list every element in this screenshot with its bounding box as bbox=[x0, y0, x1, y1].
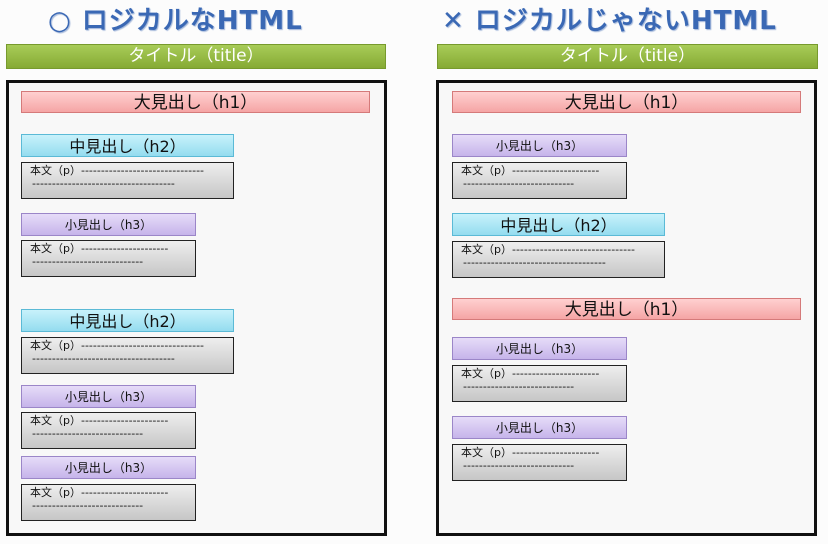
h2-block: 中見出し（h2） bbox=[452, 213, 665, 236]
paragraph-block: 本文（p）-----------------------------------… bbox=[21, 162, 234, 199]
h1-block: 大見出し（h1） bbox=[452, 298, 801, 320]
h3-block: 小見出し（h3） bbox=[21, 456, 196, 479]
h2-block: 中見出し（h2） bbox=[21, 309, 234, 332]
logical-html-frame: 大見出し（h1） 中見出し（h2） 本文（p）-----------------… bbox=[6, 80, 387, 536]
h1-block: 大見出し（h1） bbox=[452, 91, 801, 113]
paragraph-block: 本文（p）-----------------------------------… bbox=[452, 241, 665, 278]
paragraph-block: 本文（p）-----------------------------------… bbox=[452, 365, 627, 402]
h3-block: 小見出し（h3） bbox=[452, 134, 627, 157]
paragraph-block: 本文（p）-----------------------------------… bbox=[452, 444, 627, 481]
paragraph-block: 本文（p）-----------------------------------… bbox=[21, 240, 196, 277]
non-logical-html-frame: 大見出し（h1） 小見出し（h3） 本文（p）-----------------… bbox=[436, 80, 817, 536]
paragraph-block: 本文（p）-----------------------------------… bbox=[21, 484, 196, 521]
h3-block: 小見出し（h3） bbox=[452, 337, 627, 360]
h3-block: 小見出し（h3） bbox=[21, 385, 196, 408]
title-bar: タイトル（title） bbox=[6, 44, 386, 69]
paragraph-block: 本文（p）-----------------------------------… bbox=[452, 162, 627, 199]
paragraph-block: 本文（p）-----------------------------------… bbox=[21, 412, 196, 449]
paragraph-block: 本文（p）-----------------------------------… bbox=[21, 337, 234, 374]
h3-block: 小見出し（h3） bbox=[452, 416, 627, 439]
non-logical-html-heading: ✕ ロジカルじゃないHTML bbox=[442, 6, 777, 36]
h2-block: 中見出し（h2） bbox=[21, 134, 234, 157]
h1-block: 大見出し（h1） bbox=[21, 91, 370, 113]
logical-html-heading: ○ ロジカルなHTML bbox=[48, 6, 303, 36]
h3-block: 小見出し（h3） bbox=[21, 213, 196, 236]
title-bar: タイトル（title） bbox=[437, 44, 818, 69]
